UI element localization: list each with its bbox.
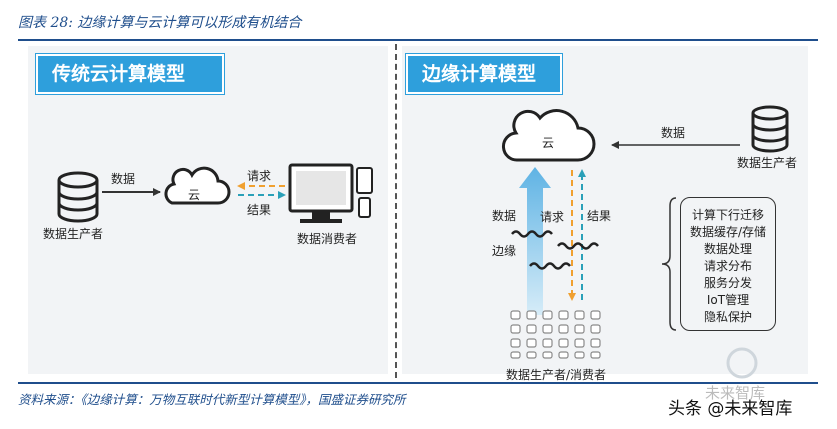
edge-wave-3 bbox=[529, 262, 571, 270]
capability-item: IoT管理 bbox=[706, 293, 750, 307]
capability-item: 数据缓存/存储 bbox=[689, 225, 767, 239]
device-grid bbox=[510, 310, 601, 359]
capability-item: 服务分发 bbox=[703, 276, 752, 290]
edge-upload-data-label: 数据 bbox=[492, 209, 517, 223]
watermark: 头条 @未来智库 bbox=[668, 399, 793, 419]
producer-consumer-label: 数据生产者/消费者 bbox=[506, 368, 607, 382]
watermark-logo-icon bbox=[726, 347, 758, 379]
data-label: 数据 bbox=[111, 172, 136, 186]
edge-cloud-icon bbox=[502, 109, 596, 162]
edge-request-label: 请求 bbox=[540, 210, 565, 224]
monitor-icon bbox=[288, 163, 354, 223]
edge-label: 边缘 bbox=[492, 244, 517, 258]
capability-item: 数据处理 bbox=[703, 242, 752, 256]
edge-computing-panel bbox=[402, 46, 808, 374]
cloud-icon bbox=[164, 166, 231, 205]
phone-icon bbox=[358, 197, 371, 218]
top-rule bbox=[18, 39, 818, 41]
request-label: 请求 bbox=[247, 169, 272, 183]
capability-list-box bbox=[680, 197, 776, 331]
capability-brace bbox=[661, 197, 677, 331]
cloud-label: 云 bbox=[188, 188, 201, 202]
bottom-rule bbox=[18, 382, 818, 384]
figure-title: 图表 28: 边缘计算与云计算可以形成有机结合 bbox=[18, 15, 302, 31]
watermark-faint: 未来智库 bbox=[705, 384, 766, 402]
edge-producer-label: 数据生产者 bbox=[737, 156, 798, 170]
tablet-icon bbox=[356, 167, 373, 194]
consumer-label: 数据消费者 bbox=[297, 232, 358, 246]
edge-wave-1 bbox=[511, 230, 553, 238]
edge-computing-title: 边缘计算模型 bbox=[406, 54, 562, 94]
capability-item: 隐私保护 bbox=[703, 310, 752, 324]
result-label: 结果 bbox=[247, 203, 272, 217]
producer-label: 数据生产者 bbox=[43, 227, 104, 241]
panel-divider bbox=[395, 44, 397, 378]
upload-arrow bbox=[519, 167, 551, 315]
traditional-cloud-title: 传统云计算模型 bbox=[36, 54, 224, 94]
database-icon bbox=[57, 171, 99, 223]
edge-data-label: 数据 bbox=[661, 126, 686, 140]
edge-wave-2 bbox=[557, 242, 599, 250]
edge-database-icon bbox=[751, 105, 789, 153]
source-note: 资料来源：《边缘计算：万物互联时代新型计算模型》，国盛证券研究所 bbox=[18, 392, 406, 407]
edge-cloud-label: 云 bbox=[542, 136, 555, 150]
capability-item: 计算下行迁移 bbox=[691, 208, 764, 222]
capability-item: 请求分布 bbox=[703, 259, 752, 273]
edge-result-label: 结果 bbox=[587, 209, 612, 223]
